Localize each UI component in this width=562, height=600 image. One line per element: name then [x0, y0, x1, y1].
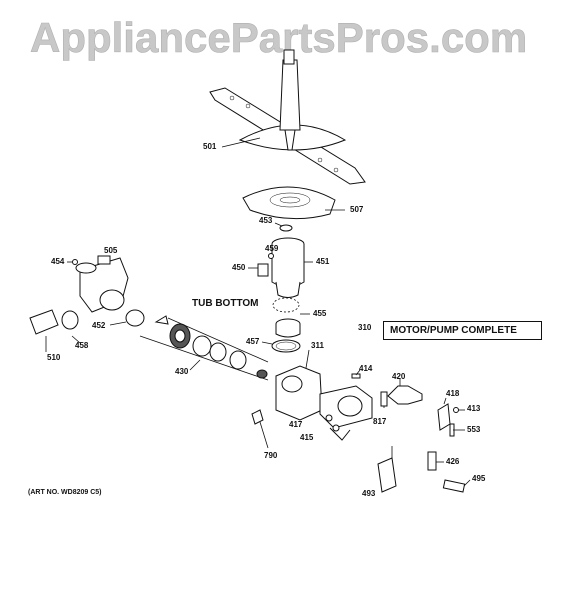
- connector-495-part: [442, 479, 471, 493]
- callout-418: 418: [446, 389, 460, 398]
- inlet-fitting-part: [29, 309, 79, 352]
- callout-415: 415: [300, 433, 314, 442]
- callout-310: 310: [358, 323, 372, 332]
- callout-413: 413: [467, 404, 481, 413]
- callout-426: 426: [446, 457, 460, 466]
- part-426: [427, 451, 437, 471]
- fitting-459-part: [268, 253, 274, 259]
- callout-553: 553: [467, 425, 481, 434]
- art-number-note: (ART NO. WD8209 C5): [28, 489, 102, 496]
- callout-457: 457: [246, 337, 260, 346]
- tub-bottom-ring: [272, 297, 300, 313]
- callout-505: 505: [104, 246, 118, 255]
- seal-ring-part: [279, 224, 293, 232]
- callout-452: 452: [92, 321, 106, 330]
- clamp-452-part: [125, 309, 145, 327]
- bracket-493-part: [377, 446, 397, 493]
- callout-417: 417: [289, 420, 303, 429]
- pump-housing-part: [75, 255, 129, 313]
- clip-790-part: [251, 409, 269, 449]
- sensor-418-part: [437, 403, 459, 437]
- callout-493: 493: [362, 489, 376, 498]
- callout-790: 790: [264, 451, 278, 460]
- callout-414: 414: [359, 364, 373, 373]
- callout-453: 453: [259, 216, 273, 225]
- callout-817: 817: [373, 417, 387, 426]
- callout-458: 458: [75, 341, 89, 350]
- spray-arm-part: [209, 49, 366, 185]
- impeller-stack-part: [139, 315, 269, 381]
- watermark-text: AppliancePartsPros.com: [30, 14, 527, 61]
- watermark: AppliancePartsPros.com: [30, 14, 527, 62]
- collar-455-part: [275, 318, 301, 338]
- callout-455: 455: [313, 309, 327, 318]
- callout-311: 311: [311, 341, 324, 350]
- callout-510: 510: [47, 353, 61, 362]
- part-420: [387, 385, 423, 405]
- callout-420: 420: [392, 372, 406, 381]
- sump-housing-part: [271, 237, 305, 298]
- callout-454: 454: [51, 257, 65, 266]
- callout-501: 501: [203, 142, 217, 151]
- motor-assembly-part: [275, 365, 373, 441]
- motor-pump-complete-label: MOTOR/PUMP COMPLETE: [383, 321, 542, 340]
- valve-450-part: [257, 263, 269, 277]
- callout-459: 459: [265, 244, 279, 253]
- callout-450: 450: [232, 263, 246, 272]
- callout-495: 495: [472, 474, 486, 483]
- part-414: [351, 373, 361, 379]
- callout-507: 507: [350, 205, 364, 214]
- callout-451: 451: [316, 257, 330, 266]
- tub-bottom-label: TUB BOTTOM: [192, 298, 259, 309]
- clamp-457-part: [271, 339, 301, 353]
- manifold-plate-part: [242, 186, 336, 220]
- callout-430: 430: [175, 367, 189, 376]
